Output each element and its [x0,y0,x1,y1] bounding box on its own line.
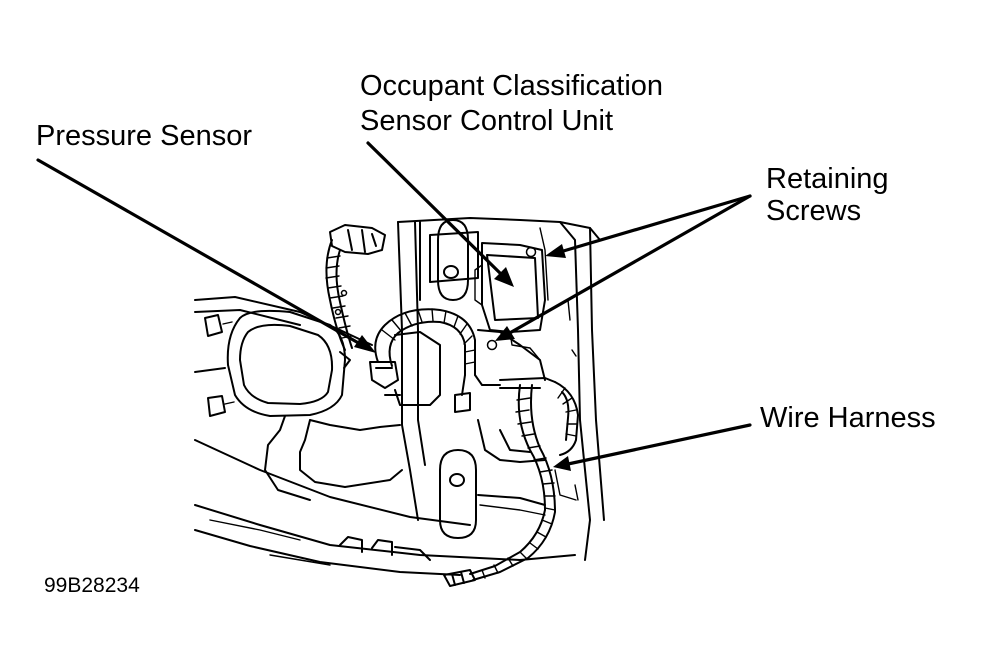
retaining-screws-label-line1: Retaining [766,163,889,195]
control-unit-arrowhead [494,267,514,287]
pressure-sensor-arrowhead [354,335,376,353]
wire-harness-label: Wire Harness [760,402,936,434]
control-unit-label-line1: Occupant Classification [360,70,664,102]
wire-harness-part [443,377,579,587]
retaining-screw-top-arrowhead [545,244,566,258]
center-loop-harness [369,308,501,413]
wire-harness-arrowhead [553,456,571,471]
control-unit-part [474,242,546,361]
leader-lines [36,141,752,471]
retaining-screw-bottom-arrowhead [495,326,515,341]
figure-id: 99B28234 [44,574,140,597]
pressure-sensor-label: Pressure Sensor [36,120,252,152]
sensor-connector-harness [325,224,386,369]
seat-frame [194,217,605,576]
retaining-screws-label-line2: Screws [766,195,862,227]
pressure-sensor-part [204,309,403,501]
control-unit-label-line2: Sensor Control Unit [360,105,614,137]
